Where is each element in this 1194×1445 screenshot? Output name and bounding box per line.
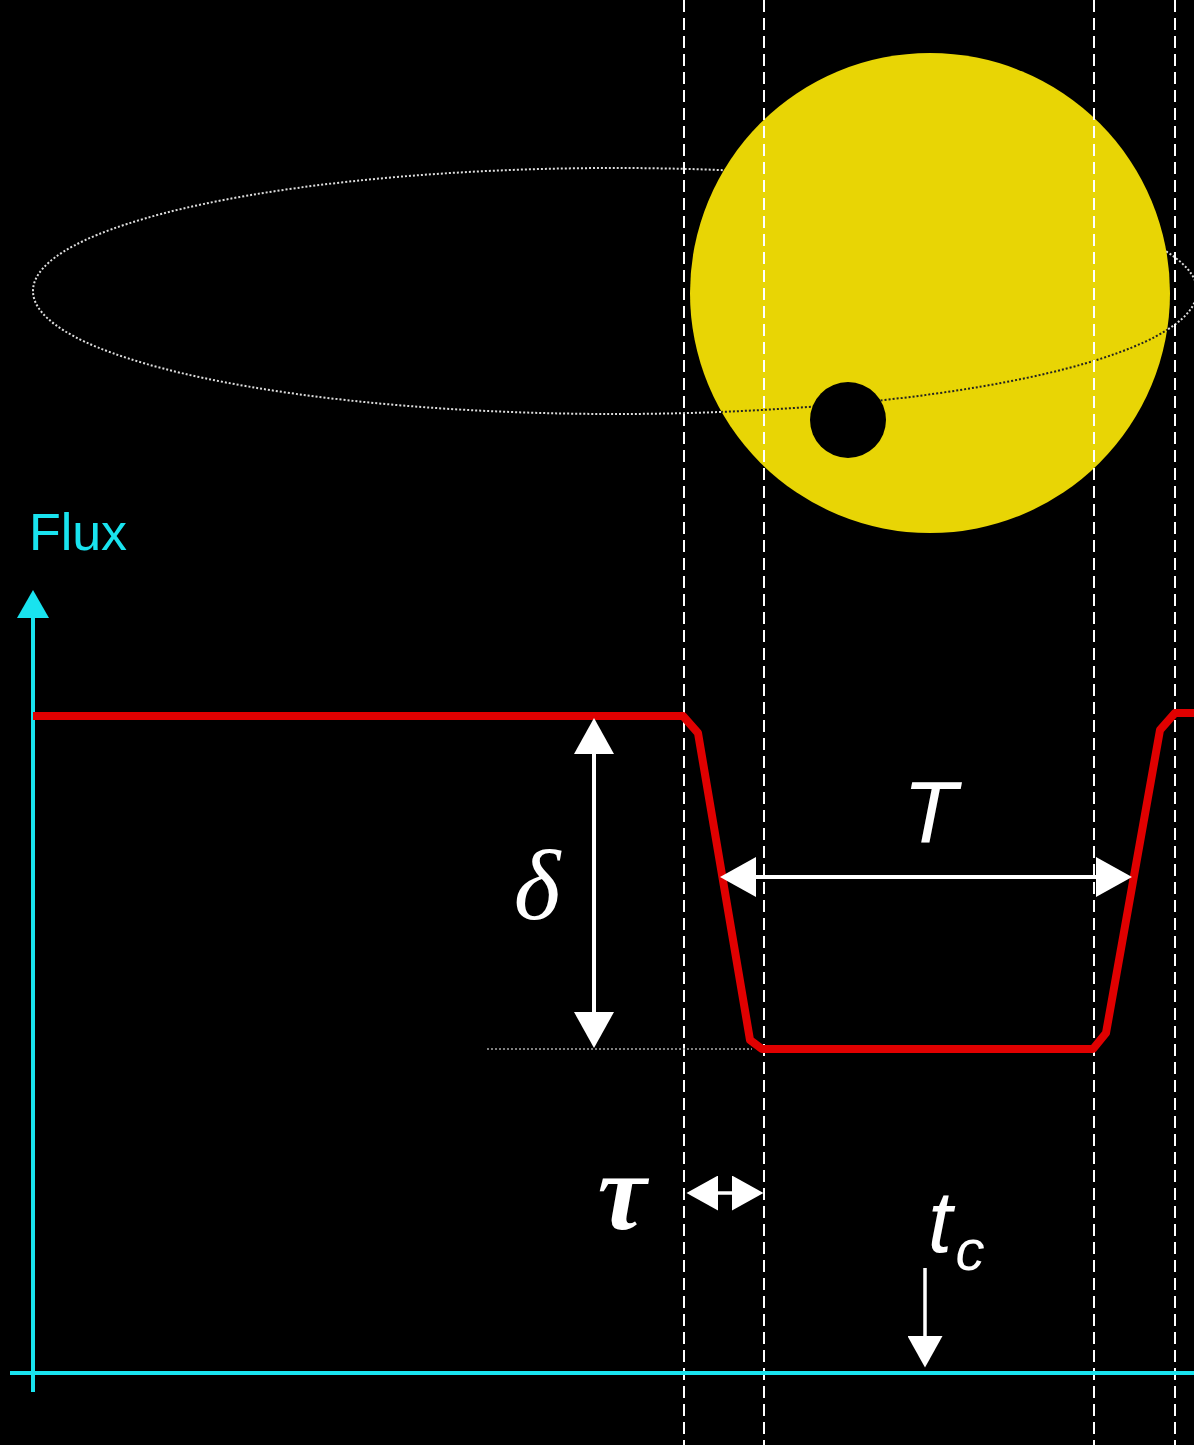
duration-symbol: T xyxy=(903,768,957,856)
subscript: c xyxy=(956,1221,985,1279)
star-disk xyxy=(690,53,1170,533)
guide-line xyxy=(1093,0,1095,1445)
time-axis xyxy=(10,1371,1194,1375)
ingress-arrow xyxy=(690,1191,760,1195)
ingress-symbol: τ xyxy=(598,1137,647,1247)
center-time-arrow xyxy=(923,1268,927,1364)
guide-line xyxy=(763,0,765,1445)
time-symbol: t xyxy=(928,1178,952,1266)
light-curve xyxy=(33,713,1194,1049)
contact-guides xyxy=(684,0,1175,1445)
depth-arrow xyxy=(592,722,596,1044)
depth-symbol: δ xyxy=(514,836,560,936)
planet-disk xyxy=(810,382,886,458)
axis-label: Flux xyxy=(29,506,127,558)
depth-reference xyxy=(487,1048,752,1050)
guide-line xyxy=(1174,0,1176,1445)
orbit-front xyxy=(33,291,1194,414)
duration-arrow xyxy=(724,875,1128,879)
